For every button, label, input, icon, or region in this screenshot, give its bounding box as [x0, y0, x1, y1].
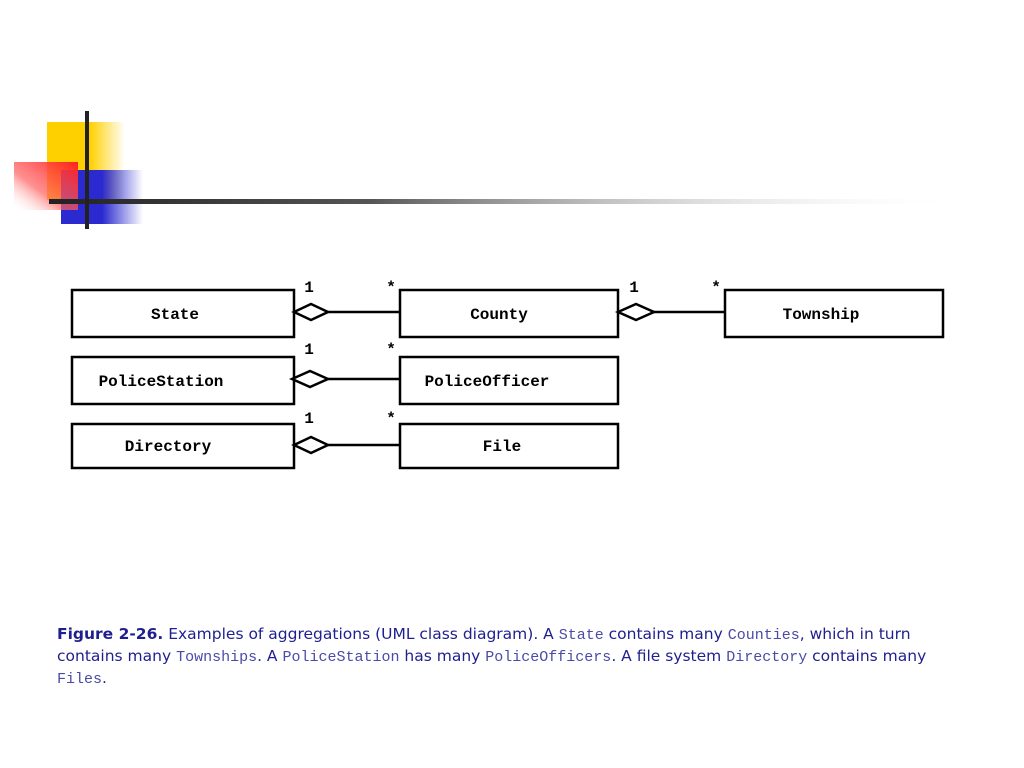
class-name-township: Township: [783, 306, 860, 324]
caption-text: Examples of aggregations (UML class diag…: [163, 625, 559, 643]
multiplicity-state: 1: [304, 279, 314, 297]
multiplicity-directory: 1: [304, 410, 314, 428]
multiplicity-policestation: 1: [304, 341, 314, 359]
caption-text: . A file system: [611, 647, 727, 665]
caption-code-term: Files: [57, 671, 103, 688]
caption-code-term: Directory: [726, 649, 808, 666]
caption-code-term: Counties: [727, 627, 800, 644]
caption-text: has many: [399, 647, 486, 665]
class-box-policestation: [70, 355, 296, 406]
caption-text: contains many: [603, 625, 728, 643]
class-name-policestation: PoliceStation: [99, 373, 224, 391]
caption-code-term: PoliceStation: [282, 649, 400, 666]
class-box-policeofficer: [398, 355, 620, 406]
caption-text: .: [102, 669, 107, 687]
caption-text: . A: [257, 647, 283, 665]
class-name-file: File: [483, 438, 521, 456]
slide-decoration: [14, 111, 964, 229]
aggregation-diamond-state: [291, 302, 331, 322]
figure-label: Figure 2-26.: [57, 625, 164, 643]
aggregation-diamond-policestation: [288, 369, 332, 389]
multiplicity-county: *: [386, 279, 396, 297]
multiplicity-policeofficer: *: [386, 341, 396, 359]
class-name-state: State: [151, 306, 199, 324]
class-box-directory: [70, 422, 296, 470]
class-box-county: [398, 288, 620, 339]
class-box-township: [723, 288, 945, 339]
vertical-rule: [85, 111, 89, 229]
class-name-policeofficer: PoliceOfficer: [425, 373, 550, 391]
caption-code-term: PoliceOfficers: [485, 649, 612, 666]
figure-caption: Figure 2-26. Examples of aggregations (U…: [57, 624, 957, 690]
uml-class-diagram: State County Township 1 * 1 * PoliceStat…: [70, 279, 945, 470]
row-directory-file: Directory File 1 *: [70, 410, 620, 470]
caption-text: , which in turn contains many: [57, 625, 911, 665]
row-policestation-policeofficer: PoliceStation PoliceOfficer 1 *: [70, 341, 620, 406]
multiplicity-file: *: [386, 410, 396, 428]
row-state-county-township: State County Township 1 * 1 *: [70, 279, 945, 339]
class-name-directory: Directory: [125, 438, 212, 456]
horizontal-rule: [49, 199, 964, 204]
caption-text: contains many: [807, 647, 927, 665]
aggregation-diamond-directory: [291, 435, 331, 455]
class-box-state: [70, 288, 296, 339]
caption-code-term: State: [558, 627, 604, 644]
multiplicity-township: *: [711, 279, 721, 297]
aggregation-diamond-county: [614, 302, 658, 322]
class-name-county: County: [470, 306, 528, 324]
multiplicity-county-whole: 1: [629, 279, 639, 297]
caption-code-term: Townships: [176, 649, 258, 666]
